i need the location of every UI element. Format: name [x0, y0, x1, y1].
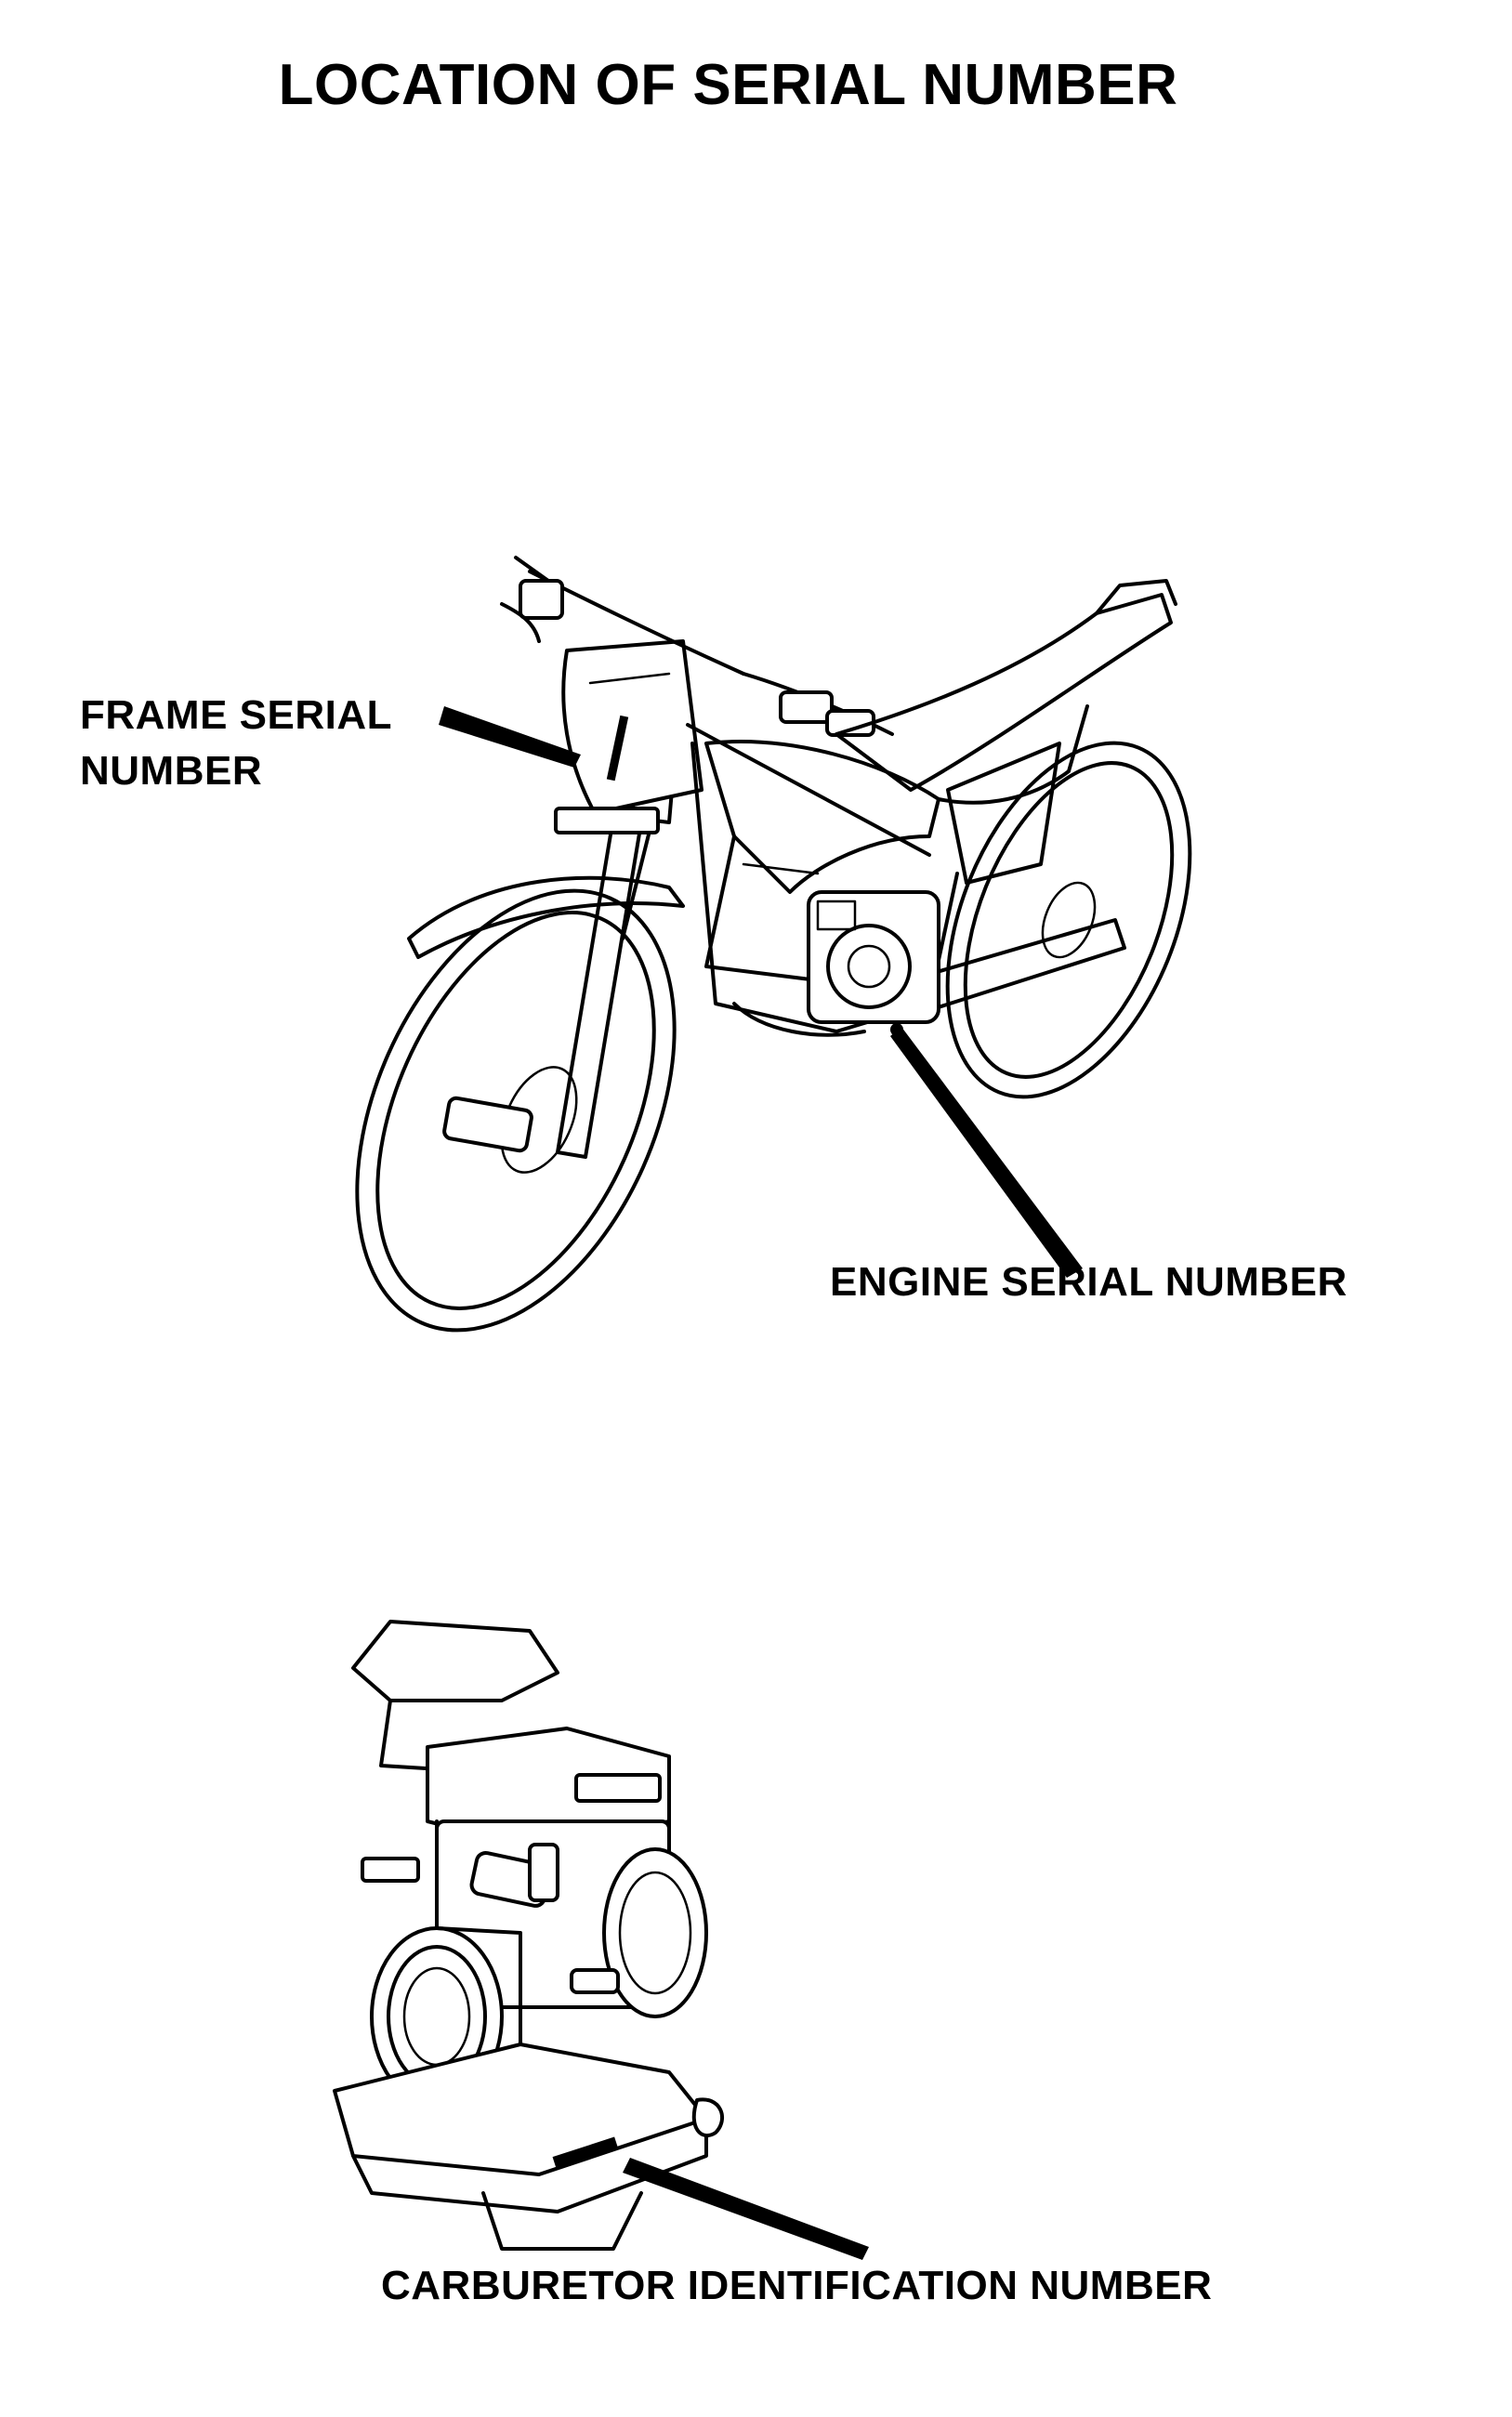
- frame-serial-number-label-line-2: NUMBER: [80, 748, 263, 794]
- page-title: LOCATION OF SERIAL NUMBER: [278, 53, 1178, 117]
- seat: [835, 579, 1177, 805]
- carburetor-identification-number-label: CARBURETOR IDENTIFICATION NUMBER: [381, 2263, 1213, 2308]
- rear-wheel: [945, 741, 1192, 1099]
- engine-serial-arrow-icon: [890, 1023, 1083, 1278]
- frame-serial-number-label-line-1: FRAME SERIAL: [80, 692, 392, 738]
- carburetor-id-arrow-icon: [552, 2136, 869, 2260]
- frame-serial-number-label: FRAME SERIAL NUMBER: [80, 688, 392, 799]
- handlebars: [500, 556, 894, 737]
- engine-serial-number-label: ENGINE SERIAL NUMBER: [830, 1259, 1348, 1305]
- frame-serial-arrow-icon: [439, 706, 629, 782]
- engine: [807, 890, 940, 1024]
- front-wheel: [355, 888, 677, 1333]
